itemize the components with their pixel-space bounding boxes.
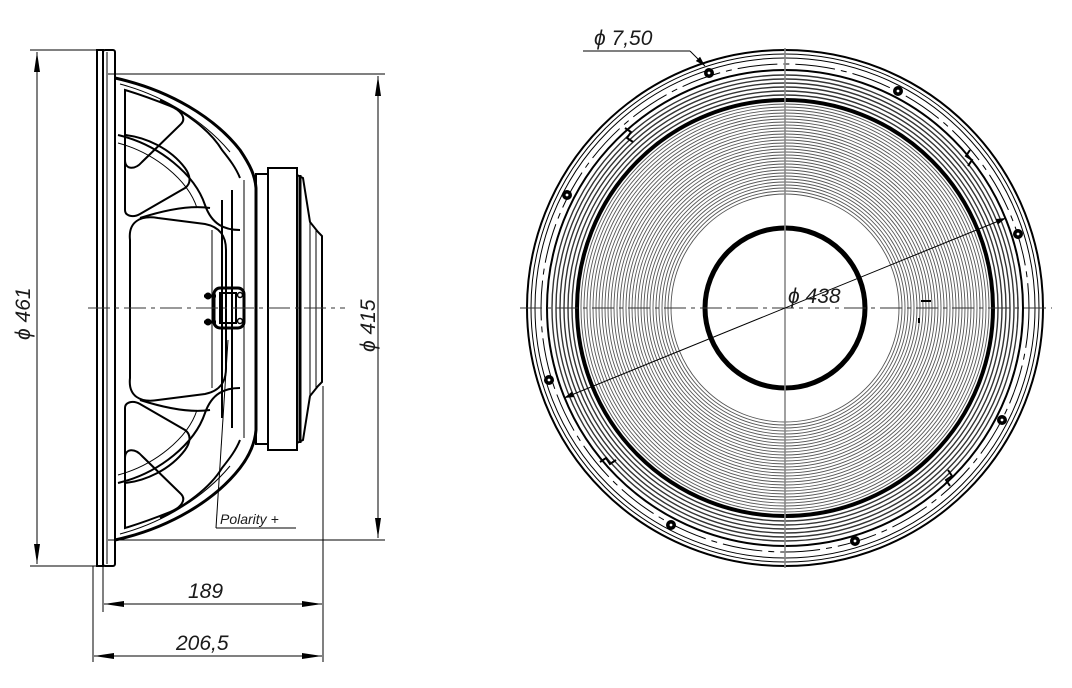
front-view: ϕ 438 ϕ 7,50: [520, 27, 1052, 568]
dim-438-label: ϕ 438: [788, 285, 841, 308]
basket-frame: [114, 76, 258, 542]
polarity-callout: Polarity +: [215, 339, 296, 529]
dim-mounting-depth: 189: [104, 580, 322, 607]
dim-cone-diameter: ϕ 438: [563, 217, 1007, 399]
dim-basket-diameter: ϕ 415: [108, 73, 385, 541]
dim-mounting-hole: ϕ 7,50: [583, 27, 706, 67]
dim-overall-depth: 206,5: [94, 632, 322, 659]
magnet-assembly: [255, 167, 323, 451]
rim-notches: [599, 127, 974, 487]
polarity-label: Polarity +: [220, 511, 279, 527]
dim-461-label: ϕ 461: [12, 287, 35, 340]
dim-7-50-label: ϕ 7,50: [594, 27, 653, 50]
dim-outer-diameter: ϕ 461: [12, 49, 96, 567]
mounting-holes: [544, 68, 1023, 546]
dim-206-5-label: 206,5: [175, 632, 229, 655]
dim-189-label: 189: [188, 580, 223, 603]
side-view: Polarity + ϕ 461 ϕ 415 189 206,5: [12, 49, 385, 662]
dim-415-label: ϕ 415: [357, 299, 380, 352]
